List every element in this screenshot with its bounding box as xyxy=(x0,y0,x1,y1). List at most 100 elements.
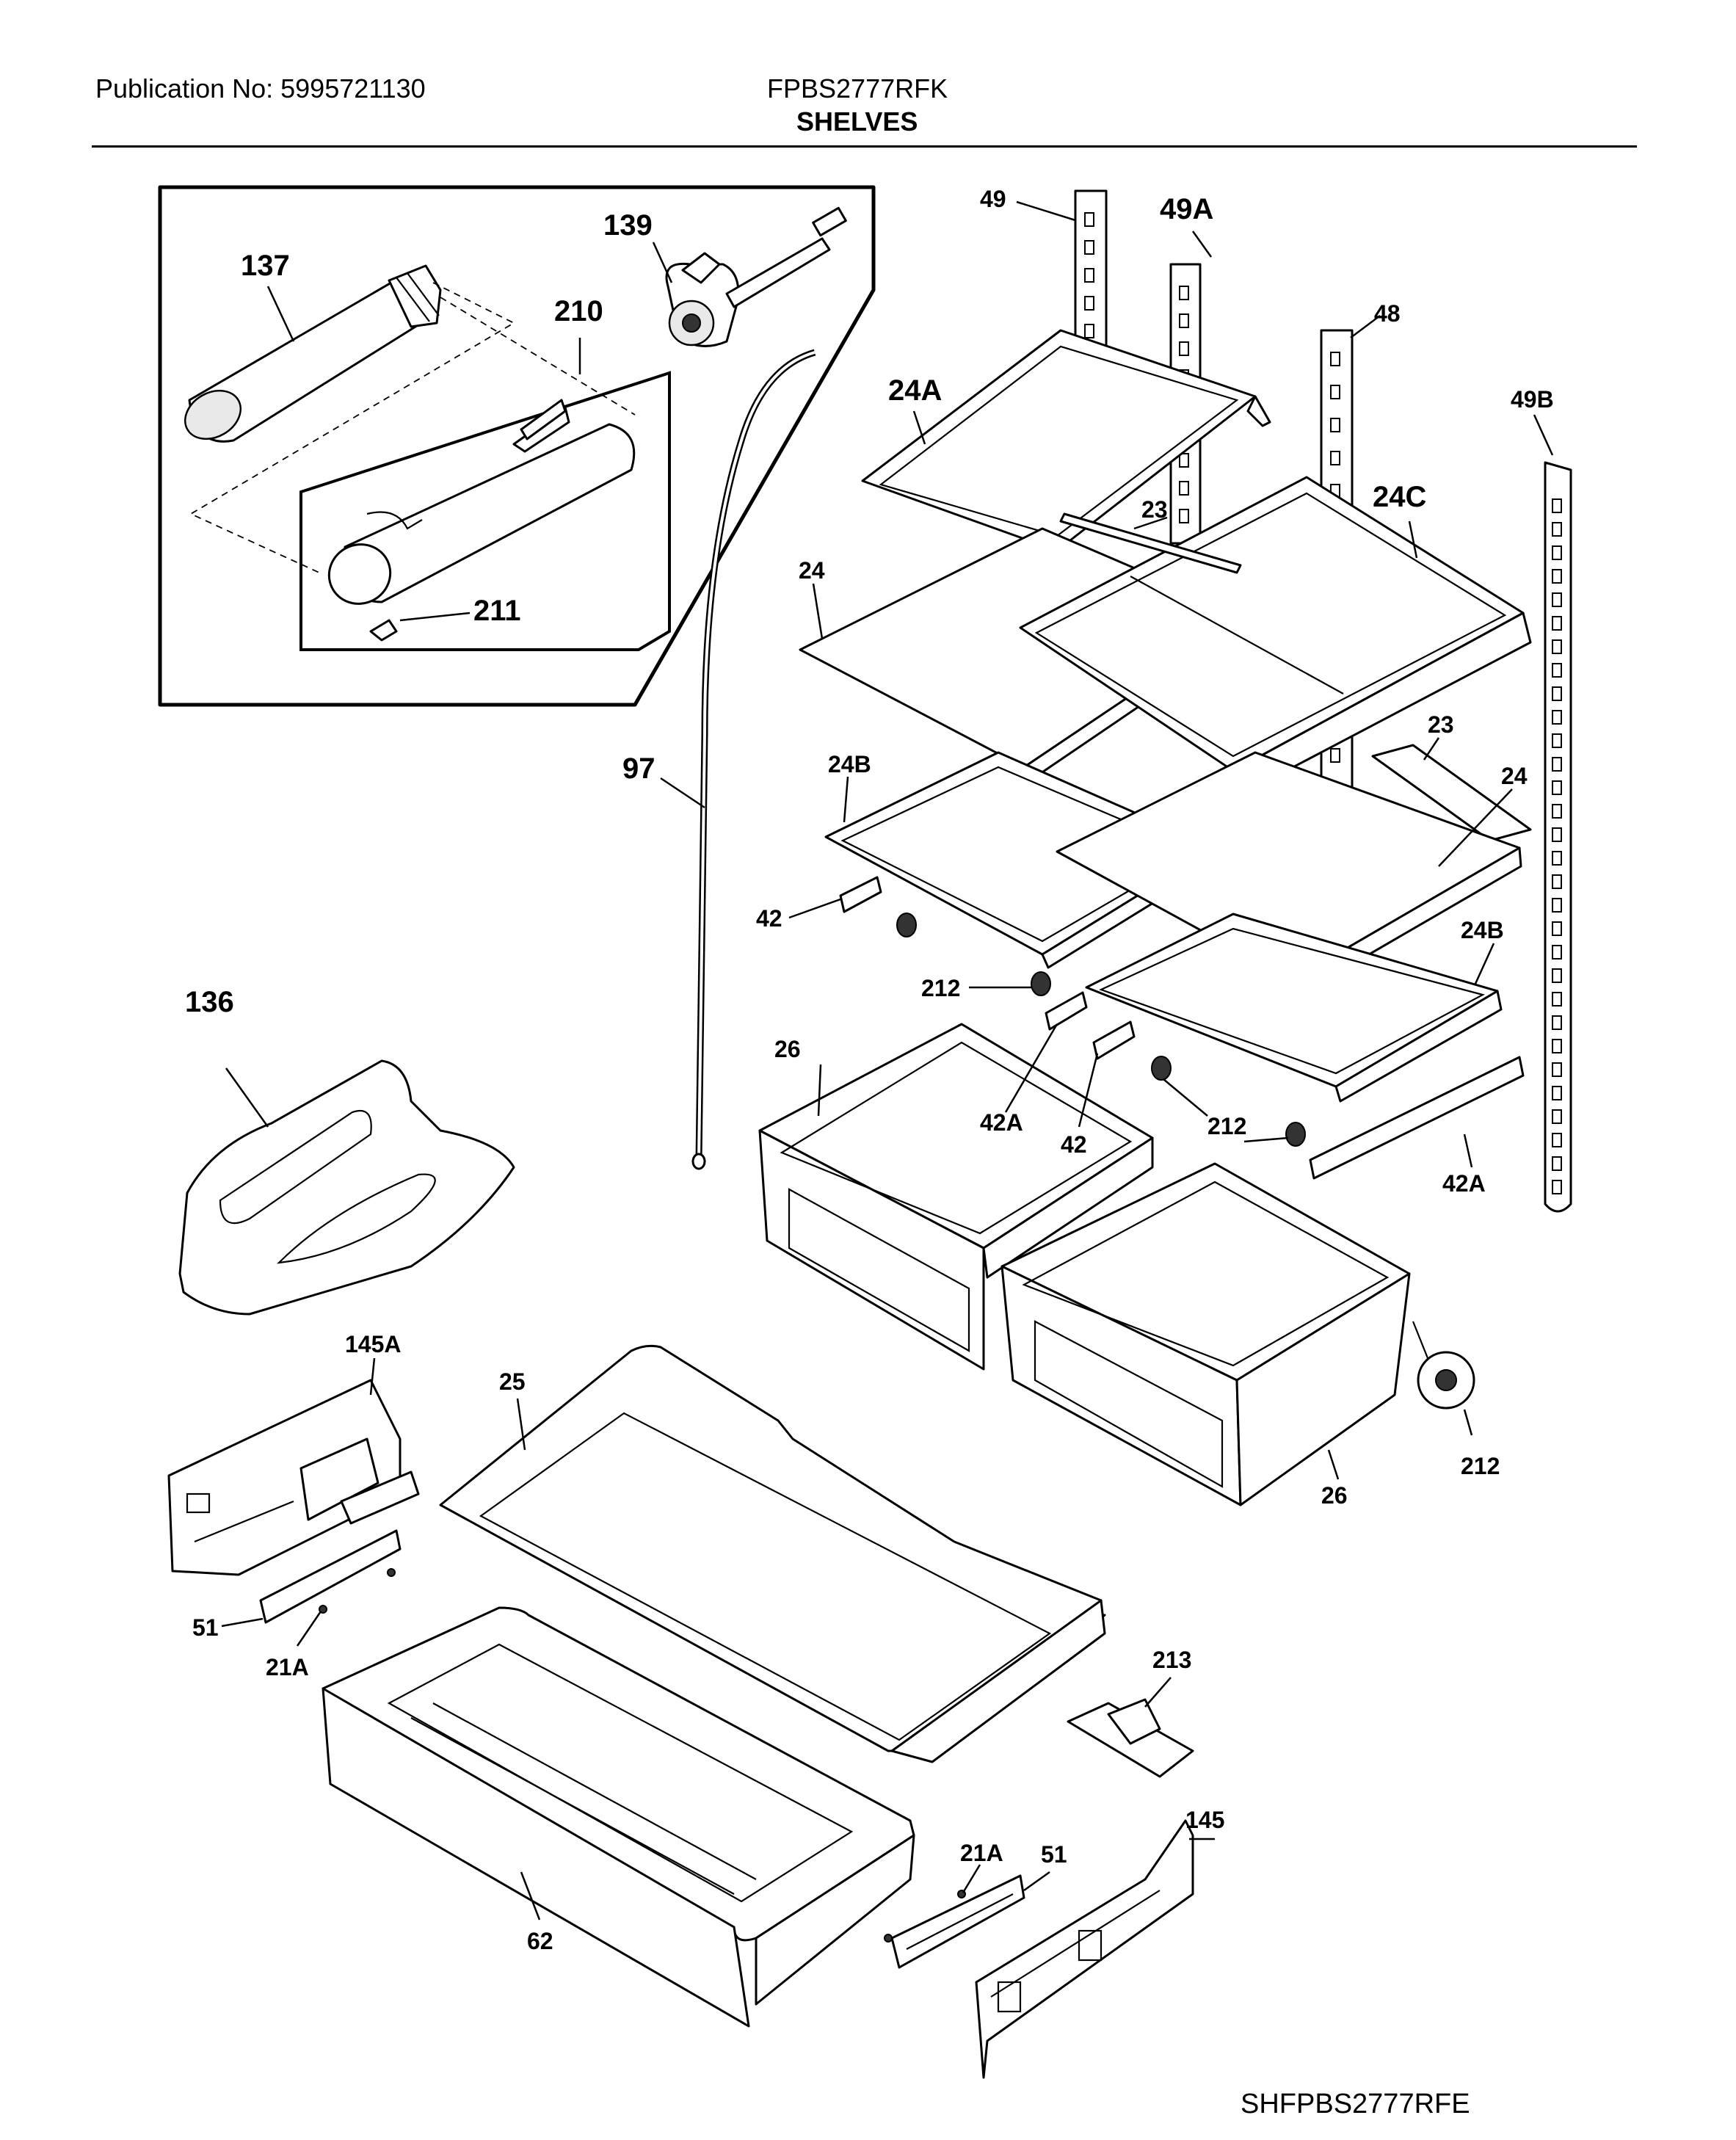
callout-42-left: 42 xyxy=(756,905,782,932)
callout-26-right: 26 xyxy=(1321,1482,1348,1509)
upright-slot xyxy=(1552,1062,1562,1077)
upright-slot xyxy=(1552,898,1562,913)
upright-slot xyxy=(1330,418,1340,432)
upright-slot xyxy=(1084,240,1094,255)
callout-24C: 24C xyxy=(1373,481,1426,513)
trim-23-right xyxy=(1371,744,1532,842)
shelf-24B-right xyxy=(1085,913,1503,1103)
upright-slot xyxy=(1552,639,1562,654)
callout-24B-right: 24B xyxy=(1461,917,1504,943)
upright-slot xyxy=(1552,663,1562,678)
callout-97: 97 xyxy=(622,752,655,785)
upright-slot xyxy=(1552,1180,1562,1194)
callout-137: 137 xyxy=(241,250,290,282)
callout-42-mid: 42 xyxy=(1061,1131,1087,1158)
callout-labels: 49 49A 48 49B 137 139 210 211 24A 23 24C… xyxy=(185,186,1554,1954)
bracket-42-left xyxy=(839,876,882,913)
callout-211: 211 xyxy=(473,595,521,627)
upright-slot xyxy=(1552,616,1562,631)
callout-24A: 24A xyxy=(888,374,942,407)
crisper-control-145A xyxy=(167,1379,420,1576)
upright-slot xyxy=(1552,827,1562,842)
bracket-42A-mid xyxy=(1045,991,1088,1031)
stop-213 xyxy=(1067,1698,1194,1778)
callout-25: 25 xyxy=(499,1368,526,1395)
bracket-42A-right xyxy=(1309,1056,1525,1180)
upright-slot xyxy=(1552,733,1562,748)
upright-slot xyxy=(1552,498,1562,513)
screw-21A-left xyxy=(319,1568,396,1614)
header-rule xyxy=(92,145,1637,148)
upright-slot xyxy=(1084,212,1094,227)
roller-212-c xyxy=(1412,1321,1475,1410)
bracket-42-mid xyxy=(1092,1020,1136,1060)
upright-slot xyxy=(1552,945,1562,960)
slide-rail-51-left xyxy=(259,1529,402,1624)
clip-211 xyxy=(369,619,398,642)
callout-145: 145 xyxy=(1185,1807,1224,1833)
upright-slot xyxy=(1179,341,1189,356)
section-title: SHELVES xyxy=(796,106,918,137)
upright-slot xyxy=(1084,324,1094,338)
screw-21A-right xyxy=(884,1890,966,1943)
crisper-drawer-26-right xyxy=(1000,1162,1411,1506)
upright-slot xyxy=(1552,592,1562,607)
callout-213: 213 xyxy=(1152,1647,1191,1673)
upright-slot xyxy=(1179,313,1189,328)
callout-42A-right: 42A xyxy=(1442,1170,1486,1197)
leader-lines xyxy=(221,200,1554,1920)
shelf-24A xyxy=(861,329,1271,552)
upright-slot xyxy=(1552,1109,1562,1124)
callout-21A-left: 21A xyxy=(266,1654,309,1680)
upright-slot xyxy=(1552,992,1562,1006)
callout-42A-mid: 42A xyxy=(980,1109,1023,1136)
callout-212-a: 212 xyxy=(921,975,960,1001)
model-number: FPBS2777RFK xyxy=(767,73,948,104)
upright-slot xyxy=(1552,968,1562,983)
upright-slot xyxy=(1552,686,1562,701)
filter-inset-frame xyxy=(158,185,876,707)
upright-slot xyxy=(1179,453,1189,468)
filter-cartridge-137 xyxy=(184,264,442,443)
upright-slot xyxy=(1084,296,1094,311)
upright-slot xyxy=(1552,1039,1562,1053)
upright-slot xyxy=(1552,804,1562,819)
upright-slot xyxy=(1330,451,1340,465)
callout-26-left: 26 xyxy=(774,1036,801,1062)
filter-inset xyxy=(158,185,876,707)
upright-slot xyxy=(1179,509,1189,523)
callout-48: 48 xyxy=(1374,300,1401,327)
upright-slot xyxy=(1552,757,1562,772)
callout-62: 62 xyxy=(527,1928,553,1954)
freezer-pan-62 xyxy=(322,1606,915,2028)
callout-49B: 49B xyxy=(1511,386,1554,413)
callout-212-b: 212 xyxy=(1207,1113,1246,1139)
callout-210: 210 xyxy=(554,295,603,327)
roller-212-b xyxy=(1151,1056,1306,1147)
slide-rail-51-right xyxy=(890,1874,1025,1969)
upright-slot xyxy=(1552,921,1562,936)
crisper-cover-25 xyxy=(439,1344,1106,1763)
upright-slot xyxy=(1330,352,1340,366)
upright-slot xyxy=(1552,1015,1562,1030)
upright-slot xyxy=(1552,710,1562,725)
callout-24-top: 24 xyxy=(799,557,825,584)
door-bin-136 xyxy=(178,1059,515,1316)
upright-slot xyxy=(1552,851,1562,866)
filter-head-139 xyxy=(665,206,847,347)
callout-24-right: 24 xyxy=(1501,763,1528,789)
callout-23-right: 23 xyxy=(1428,711,1454,738)
water-tube-97 xyxy=(691,349,816,1170)
upright-slot xyxy=(1179,286,1189,300)
filter-housing-210 xyxy=(327,399,636,605)
roller-212-a xyxy=(896,913,1051,996)
crisper-drawer-26-left xyxy=(758,1023,1154,1371)
callout-136: 136 xyxy=(185,986,234,1018)
callout-49A: 49A xyxy=(1160,193,1213,225)
upright-slot xyxy=(1552,545,1562,560)
filter-housing-inset-frame xyxy=(299,371,671,651)
upright-slot xyxy=(1552,874,1562,889)
upright-slot xyxy=(1552,1156,1562,1171)
publication-number: Publication No: 5995721130 xyxy=(95,73,426,104)
